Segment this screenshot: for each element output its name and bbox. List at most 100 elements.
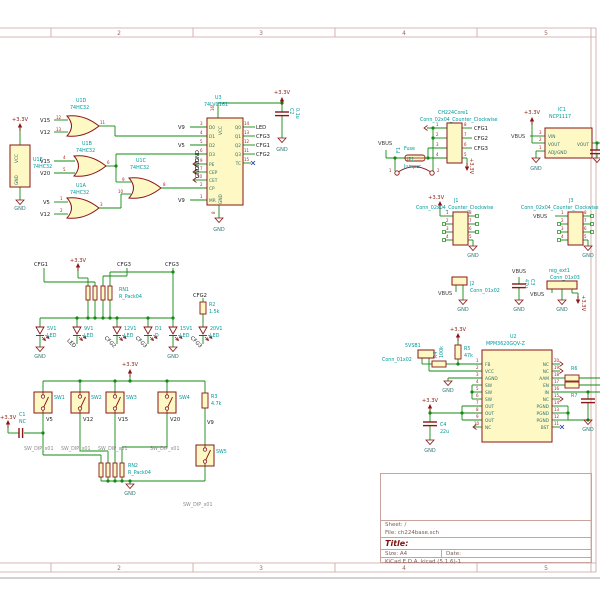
schematic-text-pp[interactable]: 10 xyxy=(118,189,124,194)
schematic-text-rf[interactable]: U2 xyxy=(510,334,517,340)
schematic-text-rf[interactable]: R4 xyxy=(433,352,439,358)
schematic-text-pp[interactable]: 15 xyxy=(244,157,250,162)
schematic-text-rf[interactable]: 74LVC161 xyxy=(204,102,228,108)
resistor-symbol[interactable] xyxy=(201,392,209,409)
schematic-text-pn[interactable]: CP xyxy=(209,186,215,192)
schematic-text-pp[interactable]: 1 xyxy=(389,168,392,173)
schematic-text-gn[interactable]: GND xyxy=(513,307,525,313)
schematic-text-pn[interactable]: PGND xyxy=(537,411,550,417)
schematic-text-rf[interactable]: U1D xyxy=(76,98,87,104)
schematic-text-pp[interactable]: 1 xyxy=(446,210,449,215)
schematic-text-pp[interactable]: 7 xyxy=(476,400,479,405)
schematic-text-pn[interactable]: CEP xyxy=(209,170,218,176)
schematic-text-gn[interactable]: GND xyxy=(442,388,454,394)
schematic-text-vb[interactable]: VBUS xyxy=(438,291,452,297)
schematic-text-lb[interactable]: CFG3 xyxy=(256,134,270,140)
schematic-text-pp[interactable]: 3 xyxy=(200,121,203,126)
schematic-text-pw[interactable]: +3.3V xyxy=(524,110,541,116)
schematic-text-pw[interactable]: +3.3V xyxy=(428,195,445,201)
schematic-text-pn[interactable]: VOUT xyxy=(577,142,589,148)
resistor-symbol[interactable] xyxy=(112,462,118,478)
schematic-text-fr[interactable]: 4 xyxy=(402,565,406,572)
schematic-text-pw[interactable]: +3.3V xyxy=(0,415,17,421)
schematic-text-pp[interactable]: 3 xyxy=(476,372,479,377)
schematic-text-lb[interactable]: V5 xyxy=(43,200,50,206)
schematic-text-pp[interactable]: 17 xyxy=(554,379,560,384)
schematic-text-pp[interactable]: 2 xyxy=(60,208,63,213)
schematic-text-lb[interactable]: CFG1 xyxy=(474,126,488,132)
led-symbol[interactable] xyxy=(72,326,82,335)
schematic-text-gn[interactable]: GND xyxy=(14,206,26,212)
schematic-text-pp[interactable]: 1 xyxy=(60,196,63,201)
schematic-text-pn[interactable]: AAM xyxy=(539,376,549,382)
schematic-text-pw[interactable]: +3.3V xyxy=(122,362,139,368)
schematic-text-rf[interactable]: 74HC32 xyxy=(130,165,149,171)
schematic-text-pw[interactable]: +3.3V xyxy=(580,295,586,312)
or-gate[interactable] xyxy=(65,115,100,137)
schematic-text-pp[interactable]: 2 xyxy=(437,168,440,173)
schematic-text-rf[interactable]: 22u xyxy=(440,429,449,435)
schematic-text-ft[interactable]: SW_DIP_x01 xyxy=(150,446,180,452)
schematic-text-pp[interactable]: 2 xyxy=(561,218,564,223)
schematic-text-rf[interactable]: R5 xyxy=(464,346,470,352)
schematic-text-pn[interactable]: PGND xyxy=(537,404,550,410)
schematic-text-rf[interactable]: R7 xyxy=(571,393,577,399)
schematic-text-gn[interactable]: GND xyxy=(467,253,479,259)
schematic-text-pn[interactable]: PGND xyxy=(537,418,550,424)
schematic-text-rf[interactable]: J1 xyxy=(453,198,458,204)
resistor-symbol[interactable] xyxy=(454,344,462,360)
schematic-text-pn[interactable]: GND xyxy=(14,174,20,185)
schematic-text-lb[interactable]: V5 xyxy=(178,143,185,149)
schematic-text-pn[interactable]: Q2 xyxy=(235,143,241,149)
schematic-text-rf[interactable]: LED xyxy=(180,333,190,339)
schematic-text-rf[interactable]: R2 xyxy=(209,302,215,308)
schematic-text-pp[interactable]: 5 xyxy=(584,234,587,239)
schematic-text-rf[interactable]: SW4 xyxy=(179,395,190,401)
schematic-text-pw[interactable]: +3.3V xyxy=(450,327,467,333)
schematic-text-lb[interactable]: CFG3 xyxy=(165,262,179,268)
schematic-text-pp[interactable]: 8 xyxy=(476,407,479,412)
schematic-text-pp[interactable]: 13 xyxy=(56,127,62,132)
schematic-text-pn[interactable]: AGND xyxy=(485,376,498,382)
schematic-text-gn[interactable]: GND xyxy=(276,147,288,153)
schematic-text-lb[interactable]: GND xyxy=(195,158,201,170)
schematic-text-lb[interactable]: V20 xyxy=(40,171,50,177)
schematic-text-rf[interactable]: Fuse xyxy=(404,146,415,152)
resistor-symbol[interactable] xyxy=(564,374,580,382)
schematic-text-pp[interactable]: 3 xyxy=(436,142,439,147)
schematic-text-pp[interactable]: 4 xyxy=(63,155,66,160)
schematic-text-pw[interactable]: +3.3V xyxy=(422,398,439,404)
schematic-text-rf[interactable]: CH224Core1 xyxy=(438,110,468,116)
schematic-text-rf[interactable]: 47k xyxy=(464,353,473,359)
schematic-text-pp[interactable]: 6 xyxy=(469,226,472,231)
schematic-text-rf[interactable]: JP1 xyxy=(406,157,414,163)
schematic-text-pp[interactable]: 7 xyxy=(584,218,587,223)
schematic-text-lb[interactable]: CFG2 xyxy=(193,293,207,299)
schematic-text-gn[interactable]: GND xyxy=(582,253,594,259)
schematic-text-pp[interactable]: 3 xyxy=(561,226,564,231)
resistor-symbol[interactable] xyxy=(100,285,106,301)
schematic-text-pp[interactable]: 7 xyxy=(464,132,467,137)
schematic-text-pn[interactable]: D3 xyxy=(209,152,215,158)
schematic-text-rf[interactable]: C4 xyxy=(440,422,446,428)
schematic-text-fr[interactable]: 4 xyxy=(402,30,406,37)
schematic-text-pn[interactable]: SW xyxy=(485,390,493,396)
schematic-text-rf[interactable]: 74HC32 xyxy=(70,105,89,111)
schematic-text-rf[interactable]: SW3 xyxy=(126,395,137,401)
resistor-symbol[interactable] xyxy=(199,301,207,315)
schematic-text-rf[interactable]: Conn_01x03 xyxy=(550,275,580,281)
schematic-text-gn[interactable]: GND xyxy=(556,307,568,313)
schematic-text-rf[interactable]: Conn_02x04_Counter_Clockwise xyxy=(521,205,599,211)
schematic-text-rf[interactable]: 74HC32 xyxy=(76,148,95,154)
resistor-symbol[interactable] xyxy=(105,462,111,478)
resistor-symbol[interactable] xyxy=(107,285,113,301)
schematic-text-pp[interactable]: 5 xyxy=(469,234,472,239)
schematic-text-rf[interactable]: LED xyxy=(84,333,94,339)
schematic-text-rf[interactable]: D1 xyxy=(155,326,162,332)
5vsb1-body[interactable] xyxy=(417,349,435,359)
schematic-text-lb[interactable]: V9 xyxy=(178,198,185,204)
schematic-text-pp[interactable]: 1 xyxy=(561,210,564,215)
schematic-text-rf[interactable]: Jumper xyxy=(403,164,421,170)
schematic-text-pp[interactable]: 8 xyxy=(584,210,587,215)
